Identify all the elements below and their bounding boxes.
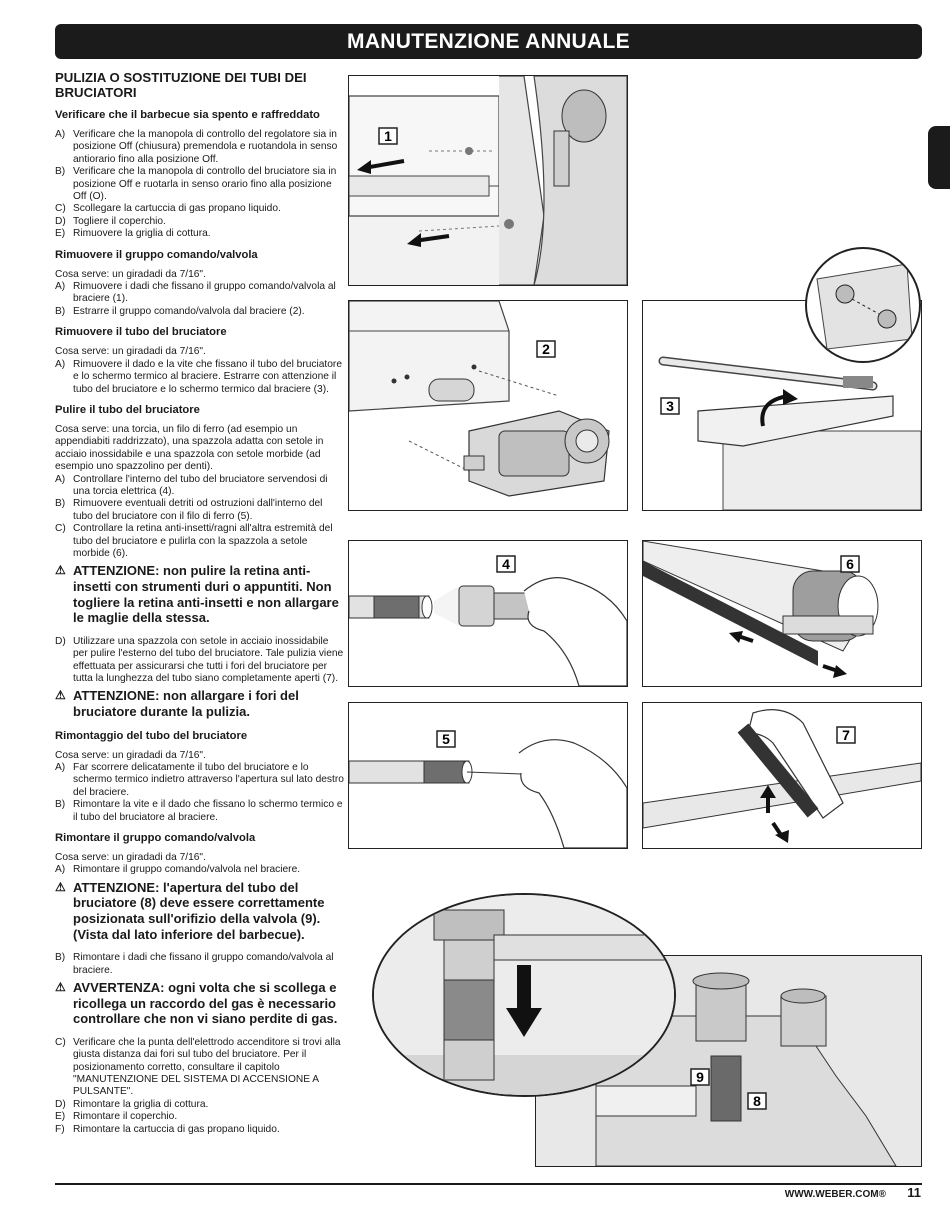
figure-6-clean-spider-screen: 6	[642, 540, 922, 687]
warning-note: ⚠ATTENZIONE: non allargare i fori del br…	[55, 688, 299, 719]
s3-list: A)Rimuovere il dado e la vite che fissan…	[55, 359, 345, 396]
s6-list: A)Rimontare il gruppo comando/valvola ne…	[55, 864, 345, 876]
list-item: B)Estrarre il gruppo comando/valvola dal…	[55, 305, 305, 317]
list-item: E)Rimuovere la griglia di cottura.	[55, 228, 211, 240]
warning-triangle-icon: ⚠	[55, 879, 66, 894]
warning-triangle-icon: ⚠	[55, 688, 66, 703]
instructions-column: PULIZIA O SOSTITUZIONE DEI TUBI DEI BRUC…	[55, 70, 345, 1136]
figure-5-wire-clean: 5	[348, 702, 628, 849]
figure-4-inspect-with-torch: 4	[348, 540, 628, 687]
figure-number: 1	[384, 128, 392, 144]
list-item: B)Rimontare la vite e il dado che fissan…	[55, 799, 343, 823]
list-item: C)Scollegare la cartuccia di gas propano…	[55, 203, 281, 215]
warning-note: ⚠AVVERTENZA: ogni volta che si scollega …	[55, 980, 338, 1027]
section-title: PULIZIA O SOSTITUZIONE DEI TUBI DEI BRUC…	[55, 70, 307, 100]
list-item: B)Verificare che la manopola di controll…	[55, 166, 337, 203]
list-item: B)Rimuovere eventuali detriti od ostruzi…	[55, 498, 323, 522]
figure-number: 9	[696, 1069, 704, 1085]
figure-number: 3	[666, 398, 674, 414]
list-item: D)Utilizzare una spazzola con setole in …	[55, 635, 344, 684]
s5-list: A)Far scorrere delicatamente il tubo del…	[55, 762, 345, 824]
figure-number: 5	[442, 731, 450, 747]
zoom-detail-circle-large	[372, 893, 676, 1097]
page-number: 11	[907, 1185, 921, 1200]
warning-note: ⚠ATTENZIONE: non pulire la retina anti-i…	[55, 563, 339, 626]
s2-intro: Cosa serve: un giradadi da 7/16".	[55, 268, 206, 280]
warning-triangle-icon: ⚠	[55, 563, 66, 578]
warning-triangle-icon: ⚠	[55, 980, 66, 994]
s2-heading: Rimuovere il gruppo comando/valvola	[55, 248, 258, 261]
list-item: A)Verificare che la manopola di controll…	[55, 129, 338, 165]
list-item: E)Rimontare il coperchio.	[55, 1111, 178, 1123]
s4-list-2: D)Utilizzare una spazzola con setole in …	[55, 636, 345, 686]
list-item: A)Rimuovere i dadi che fissano il gruppo…	[55, 281, 336, 305]
figure-3-remove-burner-tube: 3	[642, 300, 922, 511]
figure-number: 7	[842, 727, 850, 743]
figure-number: 4	[502, 556, 510, 572]
s4-intro: Cosa serve: una torcia, un filo di ferro…	[55, 423, 324, 473]
footer-website: WWW.WEBER.COM®	[784, 1189, 886, 1200]
page-title: MANUTENZIONE ANNUALE	[347, 30, 630, 53]
s1-heading: Verificare che il barbecue sia spento e …	[55, 109, 320, 121]
section-tab	[928, 126, 950, 189]
s4-list: A)Controllare l'interno del tubo del bru…	[55, 474, 345, 561]
list-item: A)Rimuovere il dado e la vite che fissan…	[55, 358, 342, 395]
zoom-detail-circle	[805, 247, 921, 363]
list-item: B)Rimontare i dadi che fissano il gruppo…	[55, 952, 334, 976]
list-item: C)Verificare che la punta dell'elettrodo…	[55, 1036, 341, 1098]
s1-list: A)Verificare che la manopola di controll…	[55, 129, 345, 241]
s3-intro: Cosa serve: un giradadi da 7/16".	[55, 346, 206, 358]
s6-list-3: C)Verificare che la punta dell'elettrodo…	[55, 1037, 345, 1136]
figure-number: 6	[846, 556, 854, 572]
s6-heading: Rimontare il gruppo comando/valvola	[55, 832, 256, 844]
figure-7-brush-burner-tube: 7	[642, 702, 922, 849]
s2-list: A)Rimuovere i dadi che fissano il gruppo…	[55, 281, 345, 318]
figure-8-9-valve-orifice: 9 8	[535, 955, 922, 1167]
list-item: D)Rimontare la griglia di cottura.	[55, 1098, 209, 1110]
s4-heading: Pulire il tubo del bruciatore	[55, 403, 200, 416]
figure-1-remove-nuts: 1	[348, 75, 628, 286]
list-item: A)Far scorrere delicatamente il tubo del…	[55, 761, 344, 798]
s6-intro: Cosa serve: un giradadi da 7/16".	[55, 852, 206, 863]
warning-note: ⚠ATTENZIONE: l'apertura del tubo del bru…	[55, 879, 325, 942]
list-item: F)Rimontare la cartuccia di gas propano …	[55, 1123, 280, 1135]
page-header: MANUTENZIONE ANNUALE	[55, 24, 922, 59]
footer-rule	[55, 1183, 922, 1185]
list-item: A)Controllare l'interno del tubo del bru…	[55, 473, 328, 497]
figure-2-extract-valve: 2	[348, 300, 628, 511]
list-item: C)Controllare la retina anti-insetti/rag…	[55, 523, 333, 559]
list-item: D)Togliere il coperchio.	[55, 215, 166, 227]
s5-heading: Rimontaggio del tubo del bruciatore	[55, 729, 248, 742]
s6-list-2: B)Rimontare i dadi che fissano il gruppo…	[55, 952, 345, 977]
s3-heading: Rimuovere il tubo del bruciatore	[55, 326, 227, 339]
list-item: A)Rimontare il gruppo comando/valvola ne…	[55, 864, 301, 876]
s5-intro: Cosa serve: un giradadi da 7/16".	[55, 749, 206, 761]
figure-number: 8	[753, 1093, 761, 1109]
figure-number: 2	[542, 341, 550, 357]
